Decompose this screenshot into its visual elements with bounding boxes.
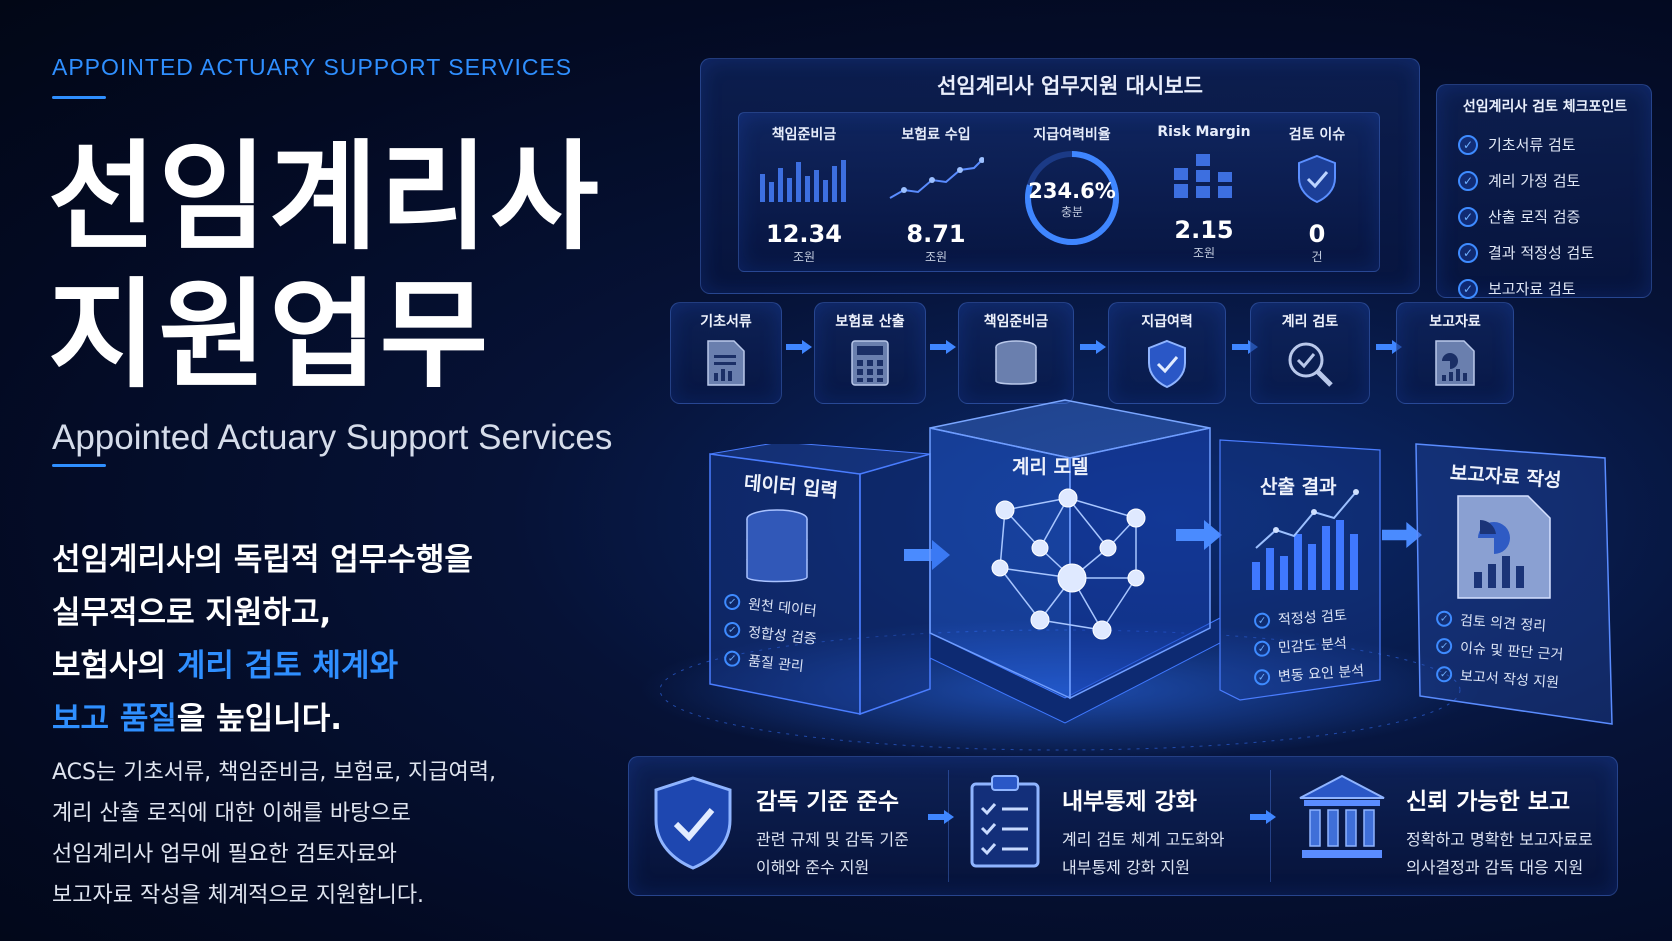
check-icon: ✓ (1435, 637, 1453, 655)
block-chart-icon (1174, 154, 1232, 198)
kpi-risk-margin: Risk Margin 2.15 조원 (1157, 124, 1251, 260)
eyebrow: APPOINTED ACTUARY SUPPORT SERVICES (52, 54, 573, 80)
dashboard-title: 선임계리사 업무지원 대시보드 (937, 74, 1203, 98)
check-icon: ✓ (1253, 668, 1271, 686)
check-icon: ✓ (1253, 612, 1271, 630)
page-title: 선임계리사 지원업무 (48, 128, 601, 404)
data-input-box (709, 444, 931, 716)
body-line: ACS는 기초서류, 책임준비금, 보험료, 지급여력, (52, 760, 497, 785)
lead-highlight: 보고 품질 (52, 701, 177, 737)
body-line: 보고자료 작성을 체계적으로 지원합니다. (52, 883, 425, 908)
checklist-item: ✓결과 적정성 검토 (1458, 242, 1594, 263)
shield-check-icon (1148, 339, 1186, 389)
line-chart-icon (889, 157, 984, 199)
body-line: 계리 산출 로직에 대한 이해를 바탕으로 (52, 801, 411, 826)
database-icon (995, 340, 1037, 385)
lead-line: 보고 품질을 높입니다. (52, 701, 343, 737)
arrow-icon (1376, 340, 1402, 354)
report-box (1415, 443, 1613, 725)
kpi-solvency: 지급여력비율 234.6% 충분 (1008, 114, 1136, 270)
arrow-icon (904, 540, 950, 570)
actuarial-model-cube (929, 399, 1221, 724)
model-base-glow (640, 620, 1480, 760)
results-title: 산출 결과 (1260, 476, 1337, 498)
process-step-basic-docs: 기초서류 (670, 302, 782, 404)
shield-check-icon (1298, 154, 1336, 204)
kpi-premium: 보험료 수입 8.71 조원 (874, 114, 998, 270)
checklist-item: ✓계리 가정 검토 (1458, 170, 1580, 191)
process-step-report: 보고자료 (1396, 302, 1514, 404)
check-icon: ✓ (1458, 134, 1478, 155)
arrow-icon (1382, 521, 1422, 549)
process-step-actuarial-review: 계리 검토 (1250, 302, 1370, 404)
magnifier-check-icon (1288, 342, 1333, 387)
arrow-icon (1250, 810, 1276, 824)
checklist-item: ✓기초서류 검토 (1458, 134, 1576, 155)
lead-line: 선임계리사의 독립적 업무수행을 (52, 542, 473, 578)
arrow-icon (1176, 520, 1222, 550)
benefits-panel (628, 756, 1618, 896)
report-icon (1435, 340, 1475, 386)
arrow-icon (928, 810, 954, 824)
arrow-icon (930, 340, 956, 354)
kpi-reserve: 책임준비금 12.34 조원 (742, 114, 866, 270)
check-icon: ✓ (1435, 665, 1453, 683)
check-icon: ✓ (723, 621, 742, 639)
clipboard-icon (970, 775, 1040, 868)
body-text: ACS는 기초서류, 책임준비금, 보험료, 지급여력, 계리 산출 로직에 대… (52, 752, 496, 916)
check-icon: ✓ (1458, 242, 1478, 263)
results-box (1219, 439, 1381, 701)
checklist-title: 선임계리사 검토 체크포인트 (1462, 99, 1628, 115)
subtitle: Appointed Actuary Support Services (52, 418, 613, 457)
process-step-solvency: 지급여력 (1108, 302, 1226, 404)
check-icon: ✓ (1253, 640, 1271, 658)
lead-line: 보험사의 계리 검토 체계와 (52, 648, 399, 684)
lead-text: 선임계리사의 독립적 업무수행을 실무적으로 지원하고, 보험사의 계리 검토 … (52, 534, 473, 746)
kpi-review-issues: 검토 이슈 0 건 (1288, 127, 1346, 264)
body-line: 선임계리사 업무에 필요한 검토자료와 (52, 842, 397, 867)
actuarial-model-title: 계리 모델 (1012, 456, 1089, 478)
calculator-icon (851, 340, 889, 386)
arrow-icon (1080, 340, 1106, 354)
check-icon: ✓ (723, 649, 741, 668)
institution-icon (1299, 774, 1385, 858)
checklist-item: ✓산출 로직 검증 (1458, 206, 1580, 227)
check-icon: ✓ (1458, 206, 1478, 227)
title-line-2: 지원업무 (48, 266, 491, 404)
divider (1270, 770, 1271, 882)
check-icon: ✓ (1435, 610, 1453, 628)
title-line-1: 선임계리사 (48, 128, 601, 266)
checklist-panel (1436, 84, 1652, 298)
check-icon: ✓ (1458, 278, 1478, 299)
check-icon: ✓ (723, 593, 742, 611)
shield-check-icon (654, 776, 732, 870)
lead-line: 실무적으로 지원하고, (52, 595, 332, 631)
ring-gauge-icon (1025, 151, 1119, 245)
process-step-premium: 보험료 산출 (814, 302, 926, 404)
checklist-item: ✓보고자료 검토 (1458, 278, 1576, 299)
divider (52, 464, 106, 467)
lead-highlight: 계리 검토 체계와 (176, 648, 399, 684)
arrow-icon (786, 340, 812, 354)
check-icon: ✓ (1458, 170, 1478, 191)
divider (52, 96, 106, 99)
divider (948, 770, 949, 882)
process-step-reserve: 책임준비금 (958, 302, 1074, 404)
bar-chart-icon (760, 160, 846, 202)
document-icon (707, 340, 745, 386)
